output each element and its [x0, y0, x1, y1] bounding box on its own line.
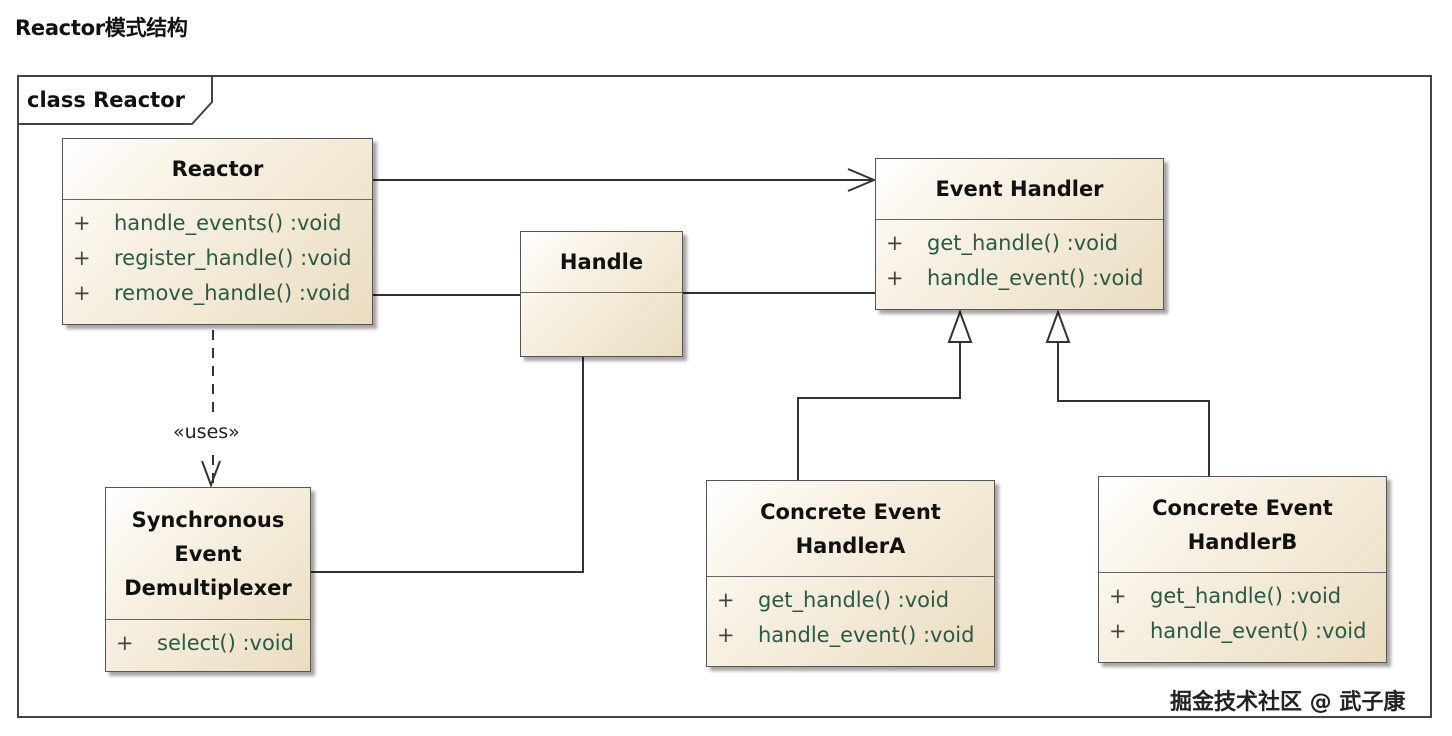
operation-row: + handle_event() :void — [1099, 614, 1386, 649]
operation-row: + get_handle() :void — [707, 583, 994, 618]
uses-stereotype: «uses» — [173, 421, 240, 443]
frame-label: class Reactor — [27, 88, 185, 112]
class-sync-event-demultiplexer[interactable]: Synchronous Event Demultiplexer + select… — [105, 487, 311, 672]
operation-row: + get_handle() :void — [1099, 579, 1386, 614]
class-concrete-handler-b[interactable]: Concrete Event HandlerB + get_handle() :… — [1098, 476, 1387, 663]
inheritance-triangle-b — [1045, 309, 1071, 343]
operation-signature: handle_event() :void — [758, 623, 975, 647]
class-name: Synchronous Event Demultiplexer — [106, 488, 310, 620]
operations-compartment: + select() :void — [106, 620, 310, 661]
operation-signature: handle_events() :void — [114, 211, 342, 235]
operation-row: + handle_event() :void — [707, 618, 994, 653]
association-handle-demux — [311, 357, 584, 573]
operation-signature: handle_event() :void — [927, 266, 1144, 290]
class-handle[interactable]: Handle — [520, 231, 683, 357]
inheritance-triangle-a — [947, 309, 973, 343]
visibility-marker: + — [1109, 584, 1127, 608]
visibility-marker: + — [73, 211, 91, 235]
visibility-marker: + — [886, 231, 904, 255]
visibility-marker: + — [717, 623, 735, 647]
watermark: 掘金技术社区 @ 武子康 — [1170, 690, 1406, 715]
class-concrete-handler-a[interactable]: Concrete Event HandlerA + get_handle() :… — [706, 480, 995, 667]
class-reactor[interactable]: Reactor + handle_events() :void + regist… — [62, 138, 373, 325]
open-arrowhead — [847, 168, 877, 192]
operations-compartment: + get_handle() :void + handle_event() :v… — [876, 220, 1163, 296]
operation-row: + handle_events() :void — [63, 206, 372, 241]
operation-row: + handle_event() :void — [876, 261, 1163, 296]
class-name: Concrete Event HandlerB — [1099, 477, 1386, 573]
operations-compartment: + get_handle() :void + handle_event() :v… — [707, 577, 994, 653]
operation-row: + select() :void — [106, 626, 310, 661]
visibility-marker: + — [886, 266, 904, 290]
generalization-a — [797, 342, 961, 480]
visibility-marker: + — [717, 588, 735, 612]
operation-row: + get_handle() :void — [876, 226, 1163, 261]
class-name: Handle — [521, 232, 682, 293]
visibility-marker: + — [116, 631, 134, 655]
operations-compartment: + handle_events() :void + register_handl… — [63, 200, 372, 311]
operation-row: + remove_handle() :void — [63, 276, 372, 311]
operation-signature: remove_handle() :void — [114, 281, 351, 305]
operations-compartment: + get_handle() :void + handle_event() :v… — [1099, 573, 1386, 649]
operation-signature: get_handle() :void — [1150, 584, 1342, 608]
operation-signature: handle_event() :void — [1150, 619, 1367, 643]
visibility-marker: + — [1109, 619, 1127, 643]
operation-signature: get_handle() :void — [758, 588, 950, 612]
operation-signature: select() :void — [157, 631, 294, 655]
class-name: Event Handler — [876, 159, 1163, 220]
class-name: Reactor — [63, 139, 372, 200]
generalization-b — [1057, 342, 1210, 476]
dependency-arrowhead — [201, 460, 221, 488]
operation-row: + register_handle() :void — [63, 241, 372, 276]
visibility-marker: + — [73, 246, 91, 270]
class-name: Concrete Event HandlerA — [707, 481, 994, 577]
visibility-marker: + — [73, 281, 91, 305]
frame-tab-border — [19, 77, 213, 125]
operation-signature: register_handle() :void — [114, 246, 352, 270]
page-heading: Reactor模式结构 — [15, 16, 188, 40]
operation-signature: get_handle() :void — [927, 231, 1119, 255]
class-event-handler[interactable]: Event Handler + get_handle() :void + han… — [875, 158, 1164, 310]
